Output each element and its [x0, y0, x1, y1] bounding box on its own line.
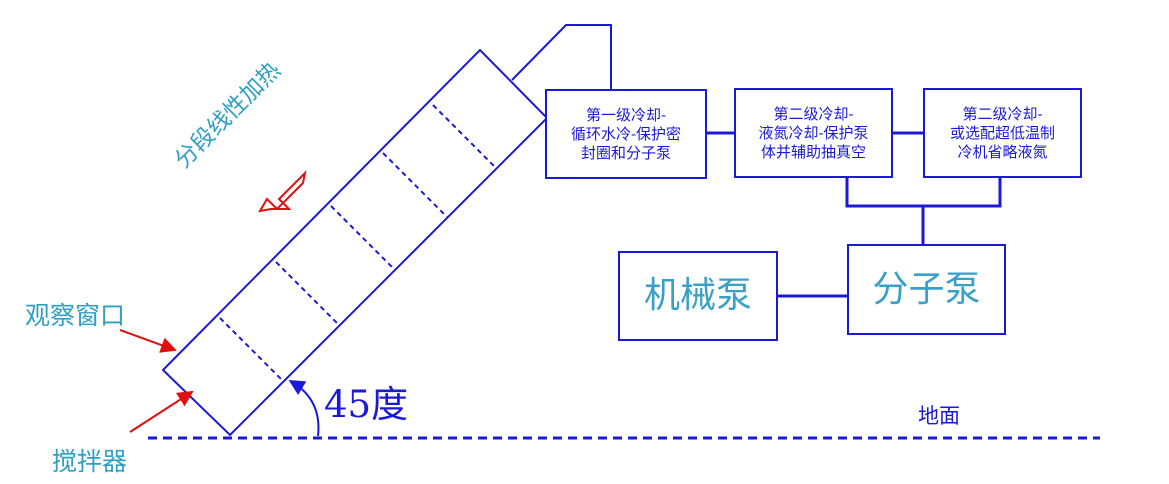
molecular-pump-box: 分子泵: [847, 244, 1006, 335]
angle-label: 45度: [324, 383, 409, 426]
molecular-pump-label: 分子泵: [872, 268, 981, 310]
stage2-ln2-cooling-box: 第二级冷却- 液氮冷却-保护泵 体并辅助抽真空: [734, 88, 893, 178]
connector-cooling-molpump: [845, 178, 1002, 208]
heating-arrow-icon: [258, 169, 307, 213]
stage1-cooling-box: 第一级冷却- 循环水冷-保护密 封圈和分子泵: [545, 89, 707, 179]
observation-window-label: 观察窗口: [25, 301, 126, 330]
stirrer-pointer-arrow: [129, 390, 194, 433]
angle-arc-icon: [288, 379, 320, 437]
tube-connector: [511, 24, 612, 89]
stage2-ln2-cooling-label: 第二级冷却- 液氮冷却-保护泵 体并辅助抽真空: [758, 104, 869, 161]
tube-section-dividers: [219, 104, 498, 383]
window-pointer-arrow: [119, 329, 177, 353]
stage2-cryo-cooling-label: 第二级冷却- 或选配超低温制 冷机省略液氮: [949, 104, 1055, 161]
stage2-cryo-cooling-box: 第二级冷却- 或选配超低温制 冷机省略液氮: [923, 88, 1082, 178]
mechanical-pump-box: 机械泵: [618, 251, 778, 341]
mechanical-pump-label: 机械泵: [643, 275, 752, 316]
ground-label: 地面: [918, 404, 960, 428]
stage1-cooling-label: 第一级冷却- 循环水冷-保护密 封圈和分子泵: [570, 105, 682, 162]
stirrer-label: 搅拌器: [52, 447, 128, 476]
